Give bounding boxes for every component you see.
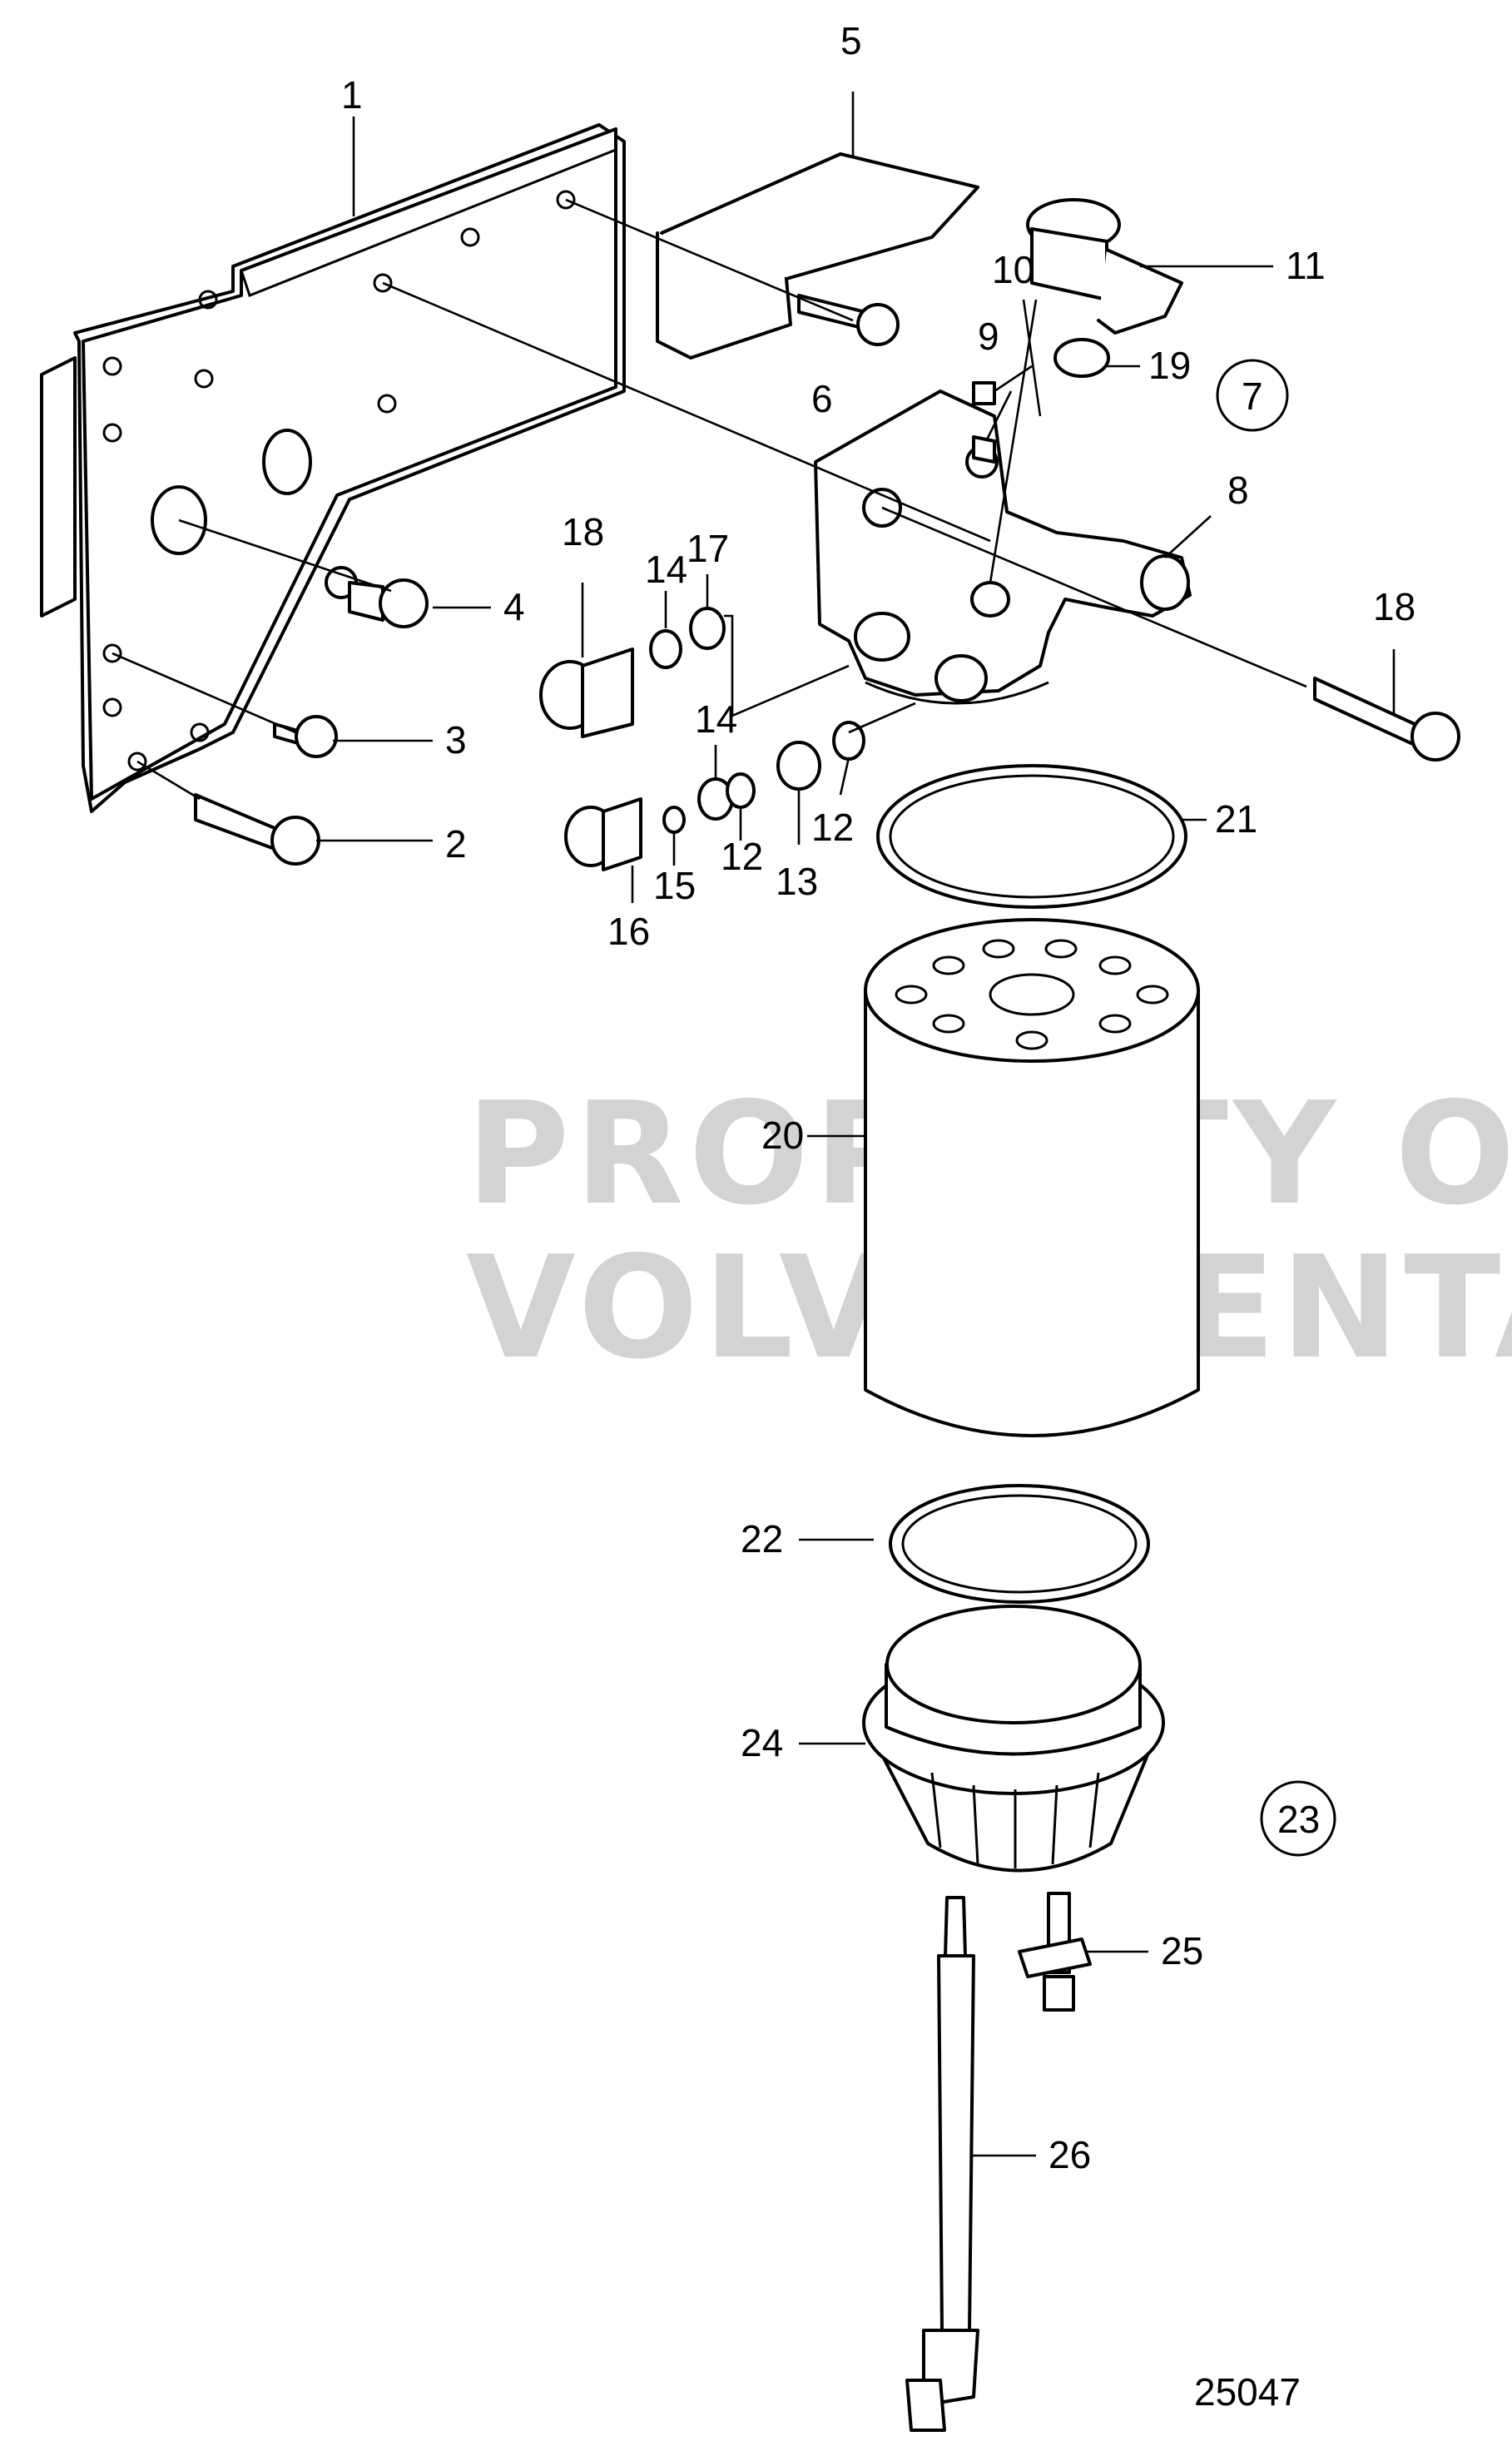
- callout-12-left: 12: [721, 835, 763, 878]
- callout-24: 24: [741, 1721, 783, 1764]
- drain-valve: [1018, 1892, 1092, 2012]
- callout-9: 9: [978, 315, 999, 358]
- figure-reference-number: 25047: [1194, 2370, 1301, 2414]
- callout-3: 3: [445, 718, 467, 762]
- callout-17: 17: [687, 527, 729, 570]
- callout-14-lower: 14: [695, 697, 737, 741]
- leader-lines: [112, 92, 1396, 2157]
- callout-21: 21: [1215, 797, 1257, 841]
- callout-2: 2: [445, 822, 467, 866]
- callout-1: 1: [341, 73, 363, 117]
- reference-circle-7: [1216, 359, 1289, 432]
- callout-5: 5: [840, 19, 862, 62]
- callout-19: 19: [1148, 344, 1191, 387]
- callout-25: 25: [1161, 1929, 1203, 1972]
- water-sensor: [905, 1896, 979, 2432]
- bolts-and-fittings: [194, 198, 1460, 871]
- callout-10: 10: [992, 248, 1034, 291]
- callout-16: 16: [607, 910, 650, 953]
- o-ring-21: [876, 764, 1187, 909]
- mounting-bracket: [40, 123, 626, 813]
- callout-11: 11: [1286, 244, 1326, 287]
- callout-13: 13: [776, 860, 818, 903]
- callout-18-right: 18: [1373, 585, 1415, 628]
- guard-plate: [656, 152, 979, 360]
- callout-8: 8: [1227, 469, 1249, 512]
- filter-cartridge: [864, 918, 1200, 1437]
- filter-head: [814, 389, 1192, 705]
- callout-4: 4: [503, 585, 525, 628]
- o-ring-22: [889, 1484, 1150, 1604]
- callout-26: 26: [1048, 2133, 1091, 2176]
- callout-labels: 1 2 3 4 5 6 7 8 9 10 11 12 12 13 14 14 1…: [341, 19, 1415, 2176]
- callout-18-left: 18: [562, 510, 604, 553]
- callout-6: 6: [811, 377, 833, 420]
- callout-20: 20: [761, 1114, 804, 1157]
- callout-7: 7: [1242, 375, 1263, 418]
- callout-23: 23: [1277, 1798, 1320, 1841]
- reference-circle-23: [1260, 1780, 1336, 1857]
- water-separator-bowl: [862, 1605, 1165, 1873]
- callout-15: 15: [653, 864, 696, 907]
- callout-12-right: 12: [811, 806, 854, 849]
- callout-22: 22: [741, 1517, 783, 1560]
- callout-14-top: 14: [645, 548, 687, 591]
